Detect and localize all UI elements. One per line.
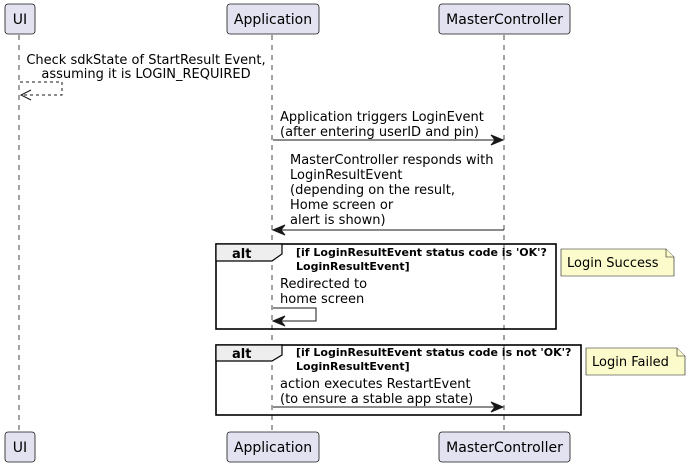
note-login-success: Login Success bbox=[560, 248, 675, 277]
participant-application-label: Application bbox=[234, 12, 312, 28]
message-restart-event-line-2: (to ensure a stable app state) bbox=[280, 392, 473, 407]
participant-ui-label: UI bbox=[13, 12, 27, 28]
message-login-result: MasterController responds with LoginResu… bbox=[271, 153, 504, 236]
participant-application-top: Application bbox=[226, 3, 320, 35]
participant-master-controller-bottom-label: MasterController bbox=[446, 440, 563, 456]
participant-ui-bottom: UI bbox=[4, 431, 36, 463]
message-check-state-line-2: assuming it is LOGIN_REQUIRED bbox=[41, 67, 250, 82]
note-login-success-text: Login Success bbox=[567, 256, 659, 271]
note-login-failed: Login Failed bbox=[585, 347, 686, 376]
participant-master-controller-top: MasterController bbox=[438, 3, 571, 35]
alt-failure-guard-line-1: [if LoginResultEvent status code is not … bbox=[296, 346, 571, 359]
alt-failure-guard-line-2: LoginResultEvent] bbox=[296, 360, 410, 373]
alt-block-failure: alt [if LoginResultEvent status code is … bbox=[215, 344, 582, 416]
alt-success-guard-line-2: LoginResultEvent] bbox=[296, 260, 410, 273]
message-restart-event-line-1: action executes RestartEvent bbox=[280, 377, 471, 392]
participant-application-bottom-label: Application bbox=[234, 440, 312, 456]
alt-failure-label: alt bbox=[232, 347, 251, 362]
note-login-failed-text: Login Failed bbox=[592, 355, 669, 370]
message-redirect-home-line-1: Redirected to bbox=[280, 277, 367, 292]
message-check-state-line-1: Check sdkState of StartResult Event, bbox=[26, 53, 265, 68]
message-redirect-home-line-2: home screen bbox=[280, 292, 364, 307]
participant-ui-top: UI bbox=[4, 3, 36, 35]
message-login-result-line-2: LoginResultEvent bbox=[290, 168, 402, 183]
message-check-state: Check sdkState of StartResult Event, ass… bbox=[19, 53, 266, 101]
participant-master-controller-label: MasterController bbox=[446, 12, 563, 28]
message-login-result-line-5: alert is shown) bbox=[290, 213, 386, 228]
participant-master-controller-bottom: MasterController bbox=[438, 431, 571, 463]
alt-block-success: alt [if LoginResultEvent status code is … bbox=[215, 243, 557, 330]
alt-success-label: alt bbox=[232, 247, 251, 262]
participant-ui-bottom-label: UI bbox=[13, 440, 27, 456]
message-login-result-line-4: Home screen or bbox=[290, 198, 394, 213]
message-login-event-line-1: Application triggers LoginEvent bbox=[280, 110, 484, 125]
message-login-result-line-3: (depending on the result, bbox=[290, 183, 455, 198]
alt-success-guard-line-1: [if LoginResultEvent status code is 'OK'… bbox=[296, 246, 547, 259]
message-login-result-line-1: MasterController responds with bbox=[290, 153, 494, 168]
message-login-event: Application triggers LoginEvent (after e… bbox=[273, 110, 505, 146]
participant-application-bottom: Application bbox=[226, 431, 320, 463]
message-login-event-line-2: (after entering userID and pin) bbox=[280, 125, 479, 140]
